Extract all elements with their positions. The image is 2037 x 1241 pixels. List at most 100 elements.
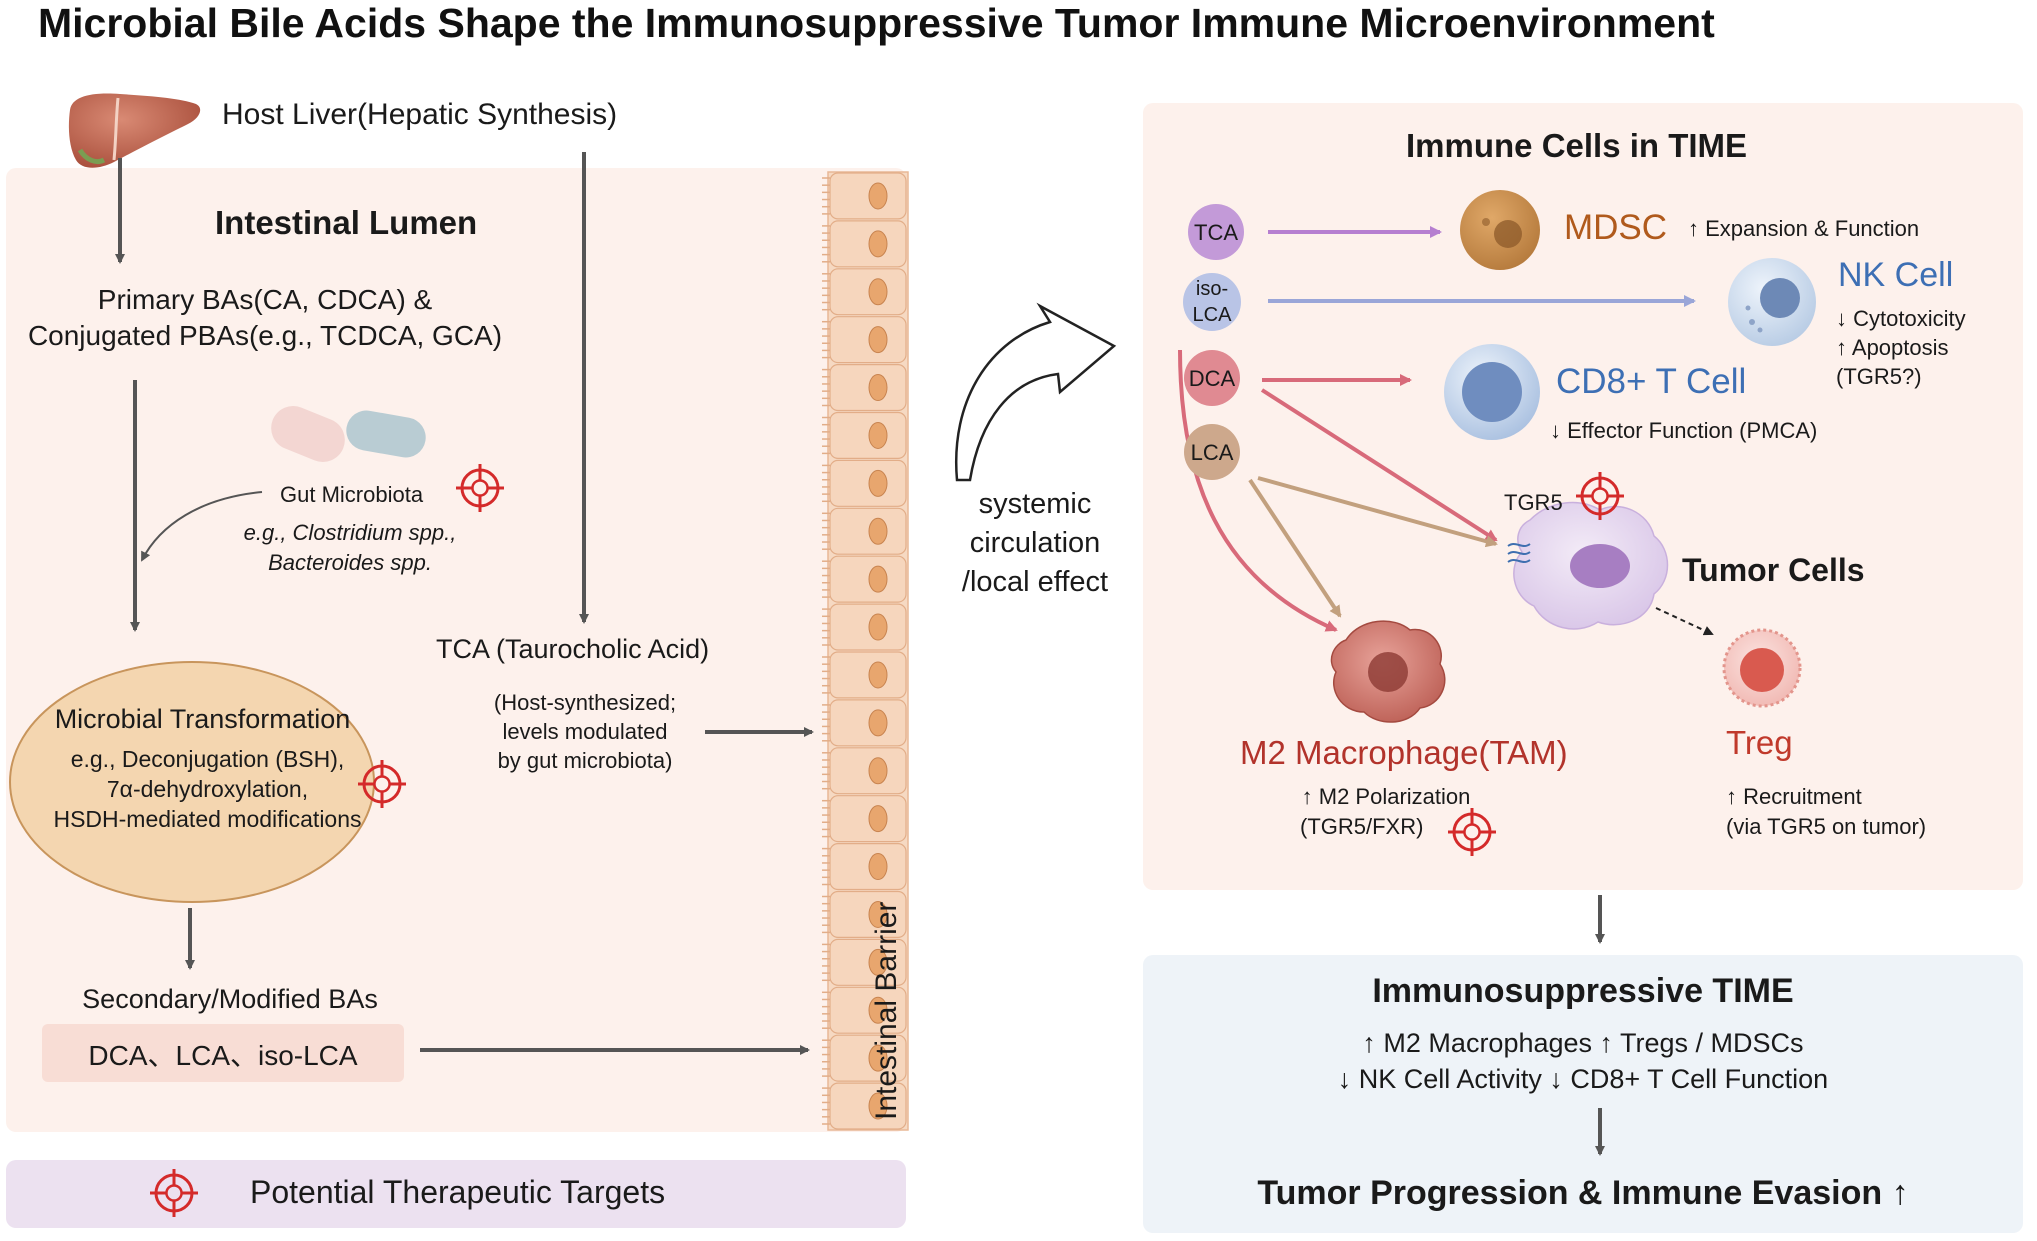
systemic-line3: /local effect: [961, 566, 1109, 598]
bacteria-icon: [271, 406, 426, 462]
transformation-line3: HSDH-mediated modifications: [53, 806, 362, 832]
epithelial-cell: [829, 842, 907, 891]
target-icon-legend: [150, 1169, 198, 1217]
liver-icon: [68, 93, 201, 168]
intestinal-barrier-label: Intestinal Barrier: [870, 901, 903, 1120]
host-liver-label: Host Liver(Hepatic Synthesis): [222, 98, 618, 131]
epithelial-cell: [829, 459, 907, 507]
epithelial-cell: [829, 316, 907, 364]
secondary-bas-box: [42, 1024, 404, 1082]
epithelial-nucleus: [868, 182, 888, 210]
ba-iso-label-line1: iso-: [1195, 278, 1229, 300]
nk-label: NK Cell: [1838, 256, 1954, 294]
m2-effect-line2: (TGR5/FXR): [1300, 814, 1424, 839]
epithelial-cell: [829, 507, 907, 555]
epithelial-nucleus: [868, 230, 888, 258]
epithelial-nucleus: [868, 326, 888, 354]
target-inner-ring: [1463, 823, 1481, 841]
cd8-effect: ↓ Effector Function (PMCA): [1550, 418, 1818, 443]
tca-note-line1: (Host-synthesized;: [493, 690, 677, 715]
systemic-circulation-arrow: [954, 302, 1117, 482]
outcome-title: Immunosuppressive TIME: [1372, 972, 1794, 1010]
ba-iso-label-line2: LCA: [1192, 304, 1232, 326]
epithelial-cell: [829, 651, 907, 699]
secondary-bas-list: DCA、LCA、iso-LCA: [88, 1040, 358, 1071]
m2-macrophage-icon: [1330, 620, 1446, 723]
intestinal-lumen-panel: [6, 168, 906, 1132]
nk-effect-line3: (TGR5?): [1836, 364, 1922, 389]
epithelial-nucleus: [868, 757, 888, 785]
tumor-label: Tumor Cells: [1682, 552, 1865, 588]
cd8-label: CD8+ T Cell: [1556, 362, 1747, 401]
epithelial-cell: [829, 220, 907, 268]
epithelial-nucleus: [868, 374, 888, 402]
epithelial-nucleus: [868, 996, 888, 1024]
treg-effect-line2: (via TGR5 on tumor): [1726, 814, 1927, 839]
epithelial-cell: [829, 938, 907, 986]
tca-circle: [1188, 204, 1244, 260]
epithelial-cell: [829, 411, 907, 460]
epithelial-cell: [829, 364, 907, 412]
legend-label: Potential Therapeutic Targets: [250, 1174, 666, 1210]
epithelial-nucleus: [868, 948, 888, 976]
epithelial-nucleus: [868, 853, 888, 881]
transformation-line1: e.g., Deconjugation (BSH),: [70, 746, 345, 772]
primary-bas-line2: Conjugated PBAs(e.g., TCDCA, GCA): [27, 320, 503, 351]
target-icon-transformation: [358, 760, 406, 808]
m2-effect-line1: ↑ M2 Polarization: [1301, 784, 1471, 809]
iso-lca-circle: [1183, 273, 1241, 331]
m2-label: M2 Macrophage(TAM): [1240, 734, 1568, 771]
nk-cell-icon: [1728, 258, 1816, 346]
outcome-line1: ↑ M2 Macrophages ↑ Tregs / MDSCs: [1362, 1028, 1804, 1058]
secondary-bas-title: Secondary/Modified BAs: [82, 984, 378, 1014]
epithelial-nucleus: [868, 709, 888, 737]
outcome-panel: [1143, 955, 2023, 1233]
epithelial-cell: [829, 268, 907, 316]
epithelial-nucleus: [868, 805, 888, 833]
target-inner-ring: [471, 479, 489, 497]
epithelial-nucleus: [868, 278, 888, 306]
epithelial-cell: [829, 603, 907, 651]
epithelial-cell: [829, 986, 907, 1034]
epithelial-nucleus: [868, 469, 888, 497]
primary-bas-line1: Primary BAs(CA, CDCA) &: [97, 284, 433, 315]
transformation-line2: 7α-dehydroxylation,: [106, 776, 309, 802]
target-inner-ring: [165, 1184, 183, 1202]
epithelial-cell: [829, 890, 907, 939]
nk-effect-line1: ↓ Cytotoxicity: [1836, 306, 1966, 331]
target-icon-tgr5: [1576, 472, 1624, 520]
epithelial-nucleus: [868, 1092, 888, 1120]
cd8-cell-icon: [1444, 344, 1540, 440]
epithelial-cell: [829, 172, 907, 220]
ba-dca-label: DCA: [1188, 366, 1236, 391]
epithelial-nucleus: [868, 421, 888, 449]
time-title: Immune Cells in TIME: [1406, 127, 1748, 164]
treg-effect-line1: ↑ Recruitment: [1726, 784, 1862, 809]
lca-circle: [1184, 424, 1240, 480]
mdsc-effect: ↑ Expansion & Function: [1688, 216, 1920, 241]
treg-label: Treg: [1726, 724, 1793, 761]
epithelial-nucleus: [868, 565, 888, 593]
intestinal-barrier: [822, 171, 909, 1131]
target-icon-microbiota: [456, 464, 504, 512]
epithelial-cell: [829, 1034, 907, 1082]
treg-cell-icon: [1722, 628, 1802, 708]
microbial-transformation-title: Microbial Transformation: [54, 704, 351, 734]
ba-lca-label: LCA: [1190, 440, 1234, 465]
tgr5-label: TGR5: [1504, 490, 1563, 515]
target-icon-m2: [1448, 808, 1496, 856]
tumor-cell-icon: [1507, 501, 1669, 630]
tca-title: TCA (Taurocholic Acid): [436, 634, 710, 664]
nk-effect-line2: ↑ Apoptosis: [1836, 335, 1949, 360]
dca-circle: [1184, 350, 1240, 406]
epithelial-nucleus: [868, 1044, 888, 1072]
gut-microbiota-label: Gut Microbiota: [280, 482, 424, 507]
target-inner-ring: [1591, 487, 1609, 505]
intestinal-lumen-title: Intestinal Lumen: [215, 204, 478, 241]
microbiota-example-line1: e.g., Clostridium spp.,: [243, 520, 457, 545]
epithelial-cell: [829, 795, 907, 843]
mdsc-label: MDSC: [1564, 208, 1668, 247]
epithelial-cell: [829, 699, 907, 747]
epithelial-cell: [829, 555, 907, 603]
